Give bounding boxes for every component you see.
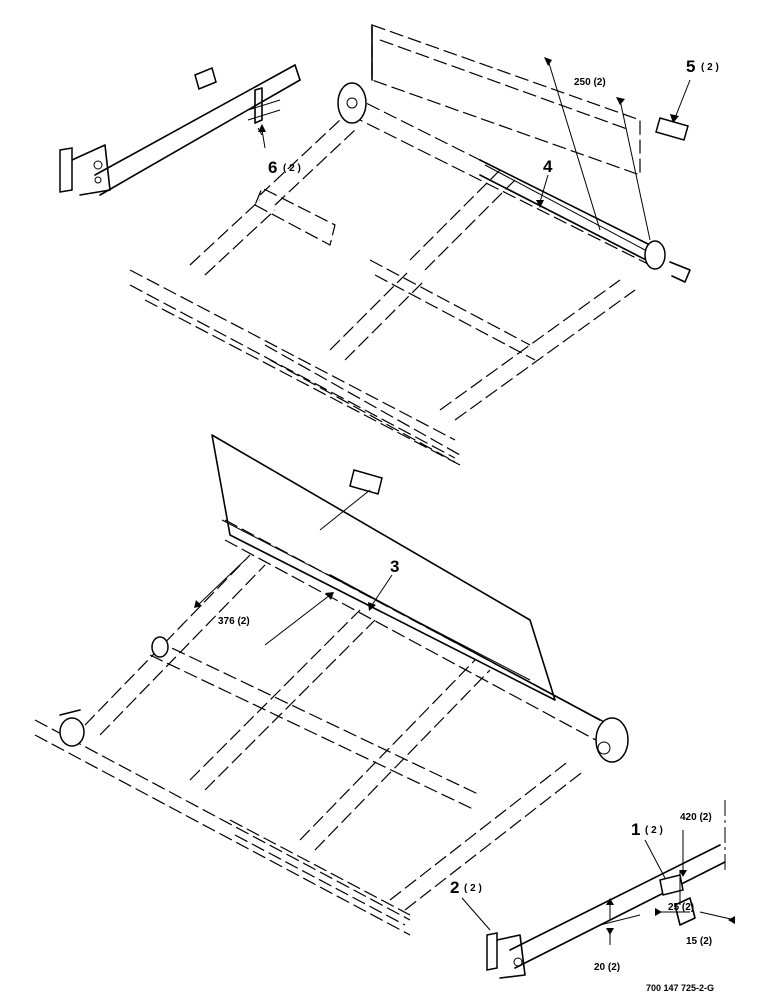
dimension-376: 376 (2) bbox=[218, 616, 250, 627]
callout-2: 2 ( 2 ) bbox=[450, 878, 482, 897]
callout-4: 4 bbox=[543, 157, 553, 176]
callout-3: 3 bbox=[390, 557, 399, 576]
leader-lines bbox=[194, 57, 691, 931]
dimension-20: 20 (2) bbox=[594, 962, 620, 973]
upper-frame-assembly bbox=[59, 24, 691, 466]
callout-5-number: 5 bbox=[686, 57, 695, 76]
detail-inset bbox=[486, 800, 736, 979]
callout-3-number: 3 bbox=[390, 557, 399, 576]
callout-1-number: 1 bbox=[631, 820, 640, 839]
callout-6: 6 ( 2 ) bbox=[268, 158, 301, 177]
dimension-15: 15 (2) bbox=[686, 936, 712, 947]
callout-5: 5 ( 2 ) bbox=[686, 57, 719, 76]
callout-1: 1 ( 2 ) bbox=[631, 820, 663, 839]
callout-6-number: 6 bbox=[268, 158, 277, 177]
dimension-25: 25 (2) bbox=[668, 902, 694, 913]
callout-5-qty: ( 2 ) bbox=[701, 62, 719, 73]
lower-frame-assembly bbox=[34, 434, 629, 936]
callout-2-number: 2 bbox=[450, 878, 459, 897]
dimension-250: 250 (2) bbox=[574, 77, 606, 88]
callout-2-qty: ( 2 ) bbox=[464, 883, 482, 894]
callout-4-number: 4 bbox=[543, 157, 553, 176]
dimension-420: 420 (2) bbox=[680, 812, 712, 823]
drawing-code: 700 147 725-2-G bbox=[646, 983, 714, 993]
callout-6-qty: ( 2 ) bbox=[283, 163, 301, 174]
callout-1-qty: ( 2 ) bbox=[645, 825, 663, 836]
